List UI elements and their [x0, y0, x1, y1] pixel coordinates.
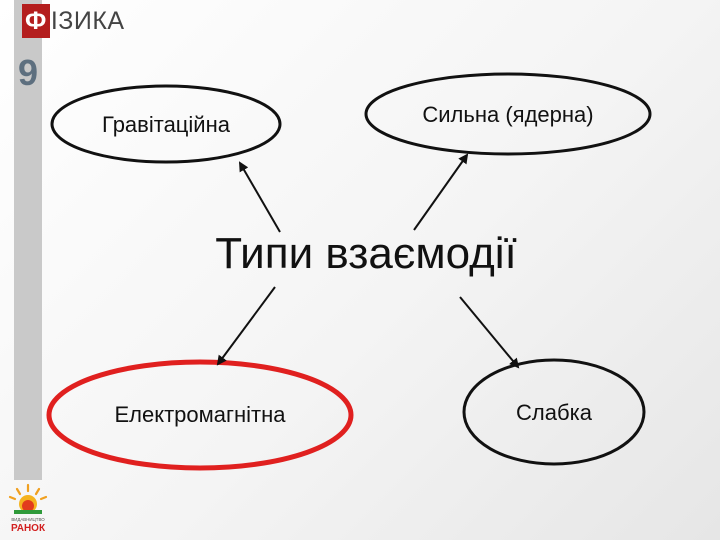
publisher-line1: ВИДАВНИЦТВО [11, 517, 45, 522]
node-gravitational-label: Гравітаційна [102, 112, 231, 137]
node-strong [364, 72, 652, 156]
arrow-to-electromagnetic [216, 286, 276, 366]
grade-number: 9 [18, 52, 39, 93]
arrow-to-gravitational [238, 161, 281, 233]
node-electromagnetic [46, 359, 354, 471]
arrow-to-weak [459, 296, 520, 369]
arrow-to-strong [413, 153, 469, 231]
center-title: Типи взаємодії [215, 229, 517, 278]
sidebar-stripe [14, 0, 42, 480]
node-electromagnetic-label: Електромагнітна [114, 402, 286, 427]
publisher-line2: РАНОК [11, 523, 46, 534]
node-weak [462, 358, 646, 466]
brand-first-letter: Ф [22, 4, 50, 38]
node-weak-label: Слабка [516, 400, 593, 425]
node-gravitational [50, 84, 282, 164]
brand-rest: ІЗИКА [50, 7, 125, 35]
node-strong-label: Сильна (ядерна) [422, 102, 593, 127]
publisher-logo: ВИДАВНИЦТВО РАНОК [8, 483, 48, 534]
